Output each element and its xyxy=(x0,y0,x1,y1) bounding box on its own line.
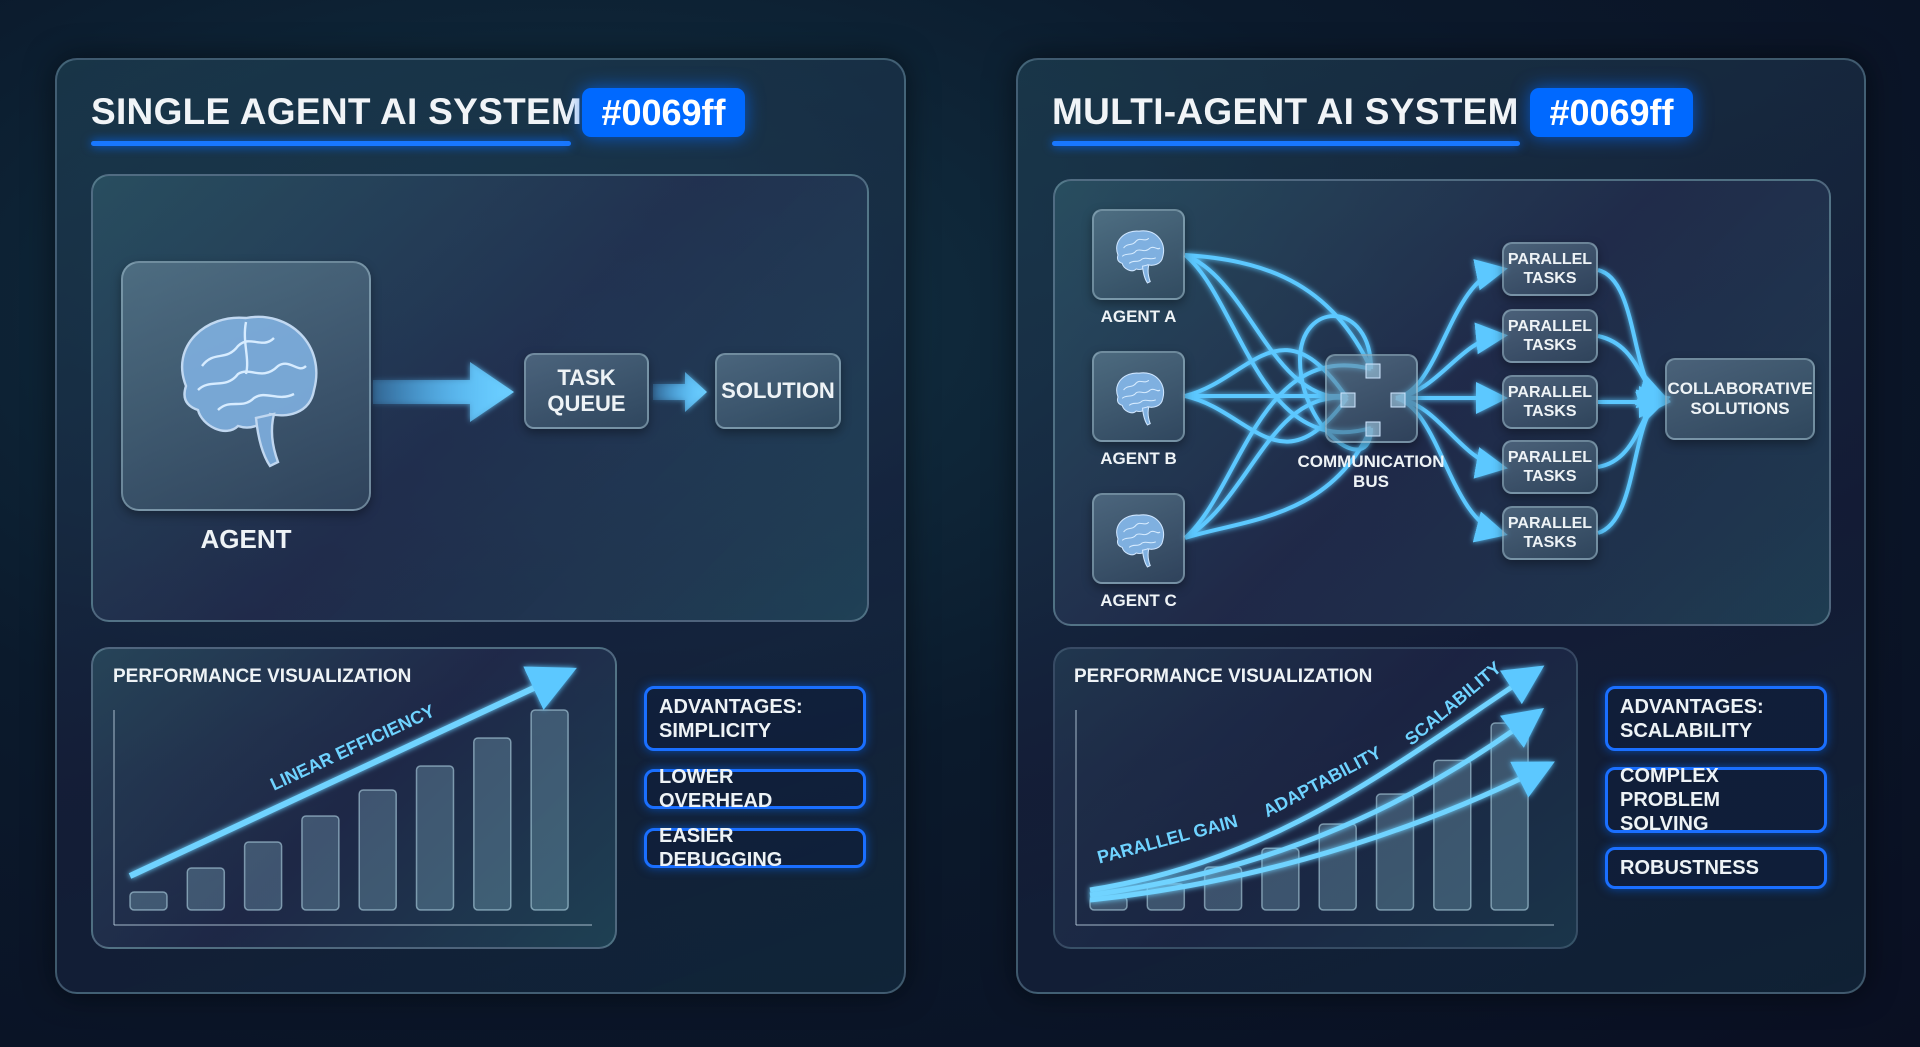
task-line2: TASKS xyxy=(1523,270,1577,287)
advantage-scalability: ADVANTAGES: SCALABILITY xyxy=(1605,686,1827,751)
performance-bar xyxy=(243,841,283,911)
advantage-simplicity: ADVANTAGES: SIMPLICITY xyxy=(644,686,866,751)
task-line1: PARALLEL xyxy=(1507,318,1593,335)
bus-label-line1: COMMUNICATION xyxy=(1297,452,1445,471)
advantage-text: SCALABILITY xyxy=(1620,719,1753,742)
agent-to-queue-arrow xyxy=(373,362,514,422)
performance-bar xyxy=(530,709,569,911)
collab-line2: SOLUTIONS xyxy=(1690,399,1790,418)
agent-box xyxy=(1092,493,1185,584)
bus-ports-icon xyxy=(1340,363,1406,437)
performance-bar xyxy=(473,737,512,911)
agent-box xyxy=(1092,209,1185,300)
scalability-curve xyxy=(1089,665,1545,893)
performance-bar xyxy=(186,867,226,911)
brain-icon xyxy=(1115,513,1164,568)
title-underline xyxy=(91,141,571,146)
task-line1: PARALLEL xyxy=(1507,384,1593,401)
parallel-gain-curve xyxy=(1089,761,1555,903)
advantage-lower-overhead: LOWER OVERHEAD xyxy=(644,766,866,812)
adaptability-curve xyxy=(1089,708,1545,898)
single-performance-chart xyxy=(113,709,592,926)
advantage-text-line2: SOLVING xyxy=(1620,813,1709,835)
performance-bar xyxy=(415,765,455,911)
task-queue-line2: QUEUE xyxy=(547,391,626,416)
title-underline xyxy=(1052,141,1520,146)
multi-agent-title: MULTI-AGENT AI SYSTEM xyxy=(1052,91,1519,132)
color-badge: #0069ff xyxy=(582,88,745,137)
agent-label: AGENT C xyxy=(1100,591,1177,610)
advantage-robustness: ROBUSTNESS xyxy=(1605,847,1827,889)
performance-bar xyxy=(1433,759,1472,911)
parallel-tasks-box: PARALLEL TASKS xyxy=(1502,375,1598,429)
task-line2: TASKS xyxy=(1523,337,1577,354)
advantage-text-line1: COMPLEX PROBLEM xyxy=(1620,765,1720,811)
solution-connectors xyxy=(1597,268,1671,535)
task-line1: PARALLEL xyxy=(1507,449,1593,466)
task-line2: TASKS xyxy=(1523,403,1577,420)
performance-bar xyxy=(129,891,168,911)
advantage-heading: ADVANTAGES: xyxy=(659,695,803,718)
communication-bus-label: COMMUNICATION BUS xyxy=(1296,452,1446,492)
task-queue-line1: TASK xyxy=(557,365,616,390)
multi-performance-title: PERFORMANCE VISUALIZATION xyxy=(1074,666,1373,687)
advantage-easier-debugging: EASIER DEBUGGING xyxy=(644,825,866,871)
brain-icon xyxy=(1115,229,1164,284)
task-line2: TASKS xyxy=(1523,468,1577,485)
advantage-text: SIMPLICITY xyxy=(659,719,772,742)
agent-label: AGENT B xyxy=(1100,449,1177,468)
brain-icon xyxy=(1115,371,1164,426)
agent-connectors xyxy=(1183,253,1373,540)
task-line1: PARALLEL xyxy=(1507,251,1593,268)
collaborative-solutions-box: COLLABORATIVE SOLUTIONS xyxy=(1665,358,1815,440)
performance-bar xyxy=(358,789,397,911)
performance-bar xyxy=(301,815,340,911)
performance-bar xyxy=(1490,722,1529,911)
task-line1: PARALLEL xyxy=(1507,515,1593,532)
advantage-complex-problem-solving: COMPLEX PROBLEM SOLVING xyxy=(1605,765,1827,835)
linear-efficiency-trend xyxy=(128,666,577,879)
performance-bar xyxy=(1375,793,1415,911)
agent-label: AGENT xyxy=(200,524,292,554)
task-queue-box: TASK QUEUE xyxy=(524,353,649,429)
communication-bus-box xyxy=(1325,354,1418,443)
bus-label-line2: BUS xyxy=(1353,472,1389,491)
single-agent-title: SINGLE AGENT AI SYSTEM xyxy=(91,91,583,132)
advantage-heading: ADVANTAGES: xyxy=(1620,695,1764,718)
single-performance-title: PERFORMANCE VISUALIZATION xyxy=(113,666,412,687)
collab-line1: COLLABORATIVE xyxy=(1667,379,1813,398)
agent-box xyxy=(121,261,371,511)
performance-bar xyxy=(1318,823,1357,911)
task-line2: TASKS xyxy=(1523,534,1577,551)
agent-label: AGENT A xyxy=(1100,307,1177,326)
color-badge: #0069ff xyxy=(1530,88,1693,137)
agent-box xyxy=(1092,351,1185,442)
parallel-tasks-box: PARALLEL TASKS xyxy=(1502,242,1598,296)
parallel-tasks-box: PARALLEL TASKS xyxy=(1502,309,1598,363)
brain-icon xyxy=(180,315,318,468)
solution-box: SOLUTION xyxy=(715,353,841,429)
parallel-tasks-box: PARALLEL TASKS xyxy=(1502,440,1598,494)
queue-to-solution-arrow xyxy=(653,372,707,412)
parallel-tasks-box: PARALLEL TASKS xyxy=(1502,506,1598,560)
